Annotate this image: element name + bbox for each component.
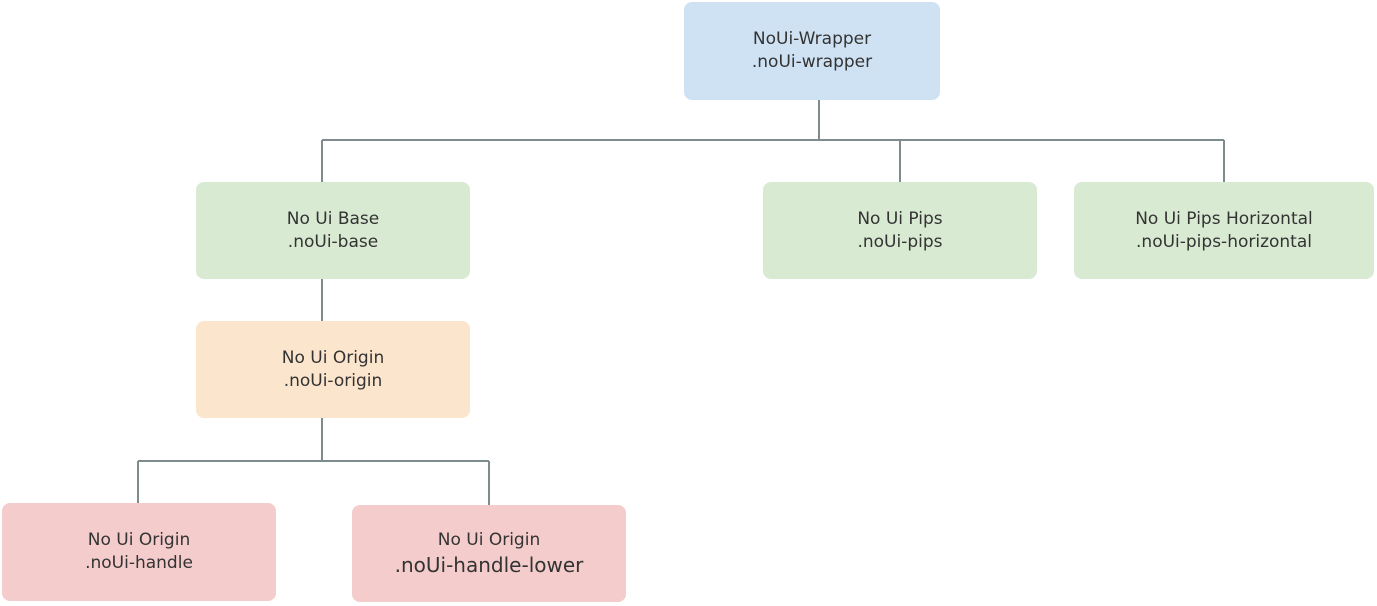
node-title: No Ui Pips Horizontal xyxy=(1135,208,1313,229)
node-class-name: .noUi-wrapper xyxy=(751,52,873,72)
node-noui-handle-lower[interactable]: No Ui Origin .noUi-handle-lower xyxy=(352,505,626,602)
node-noui-base[interactable]: No Ui Base .noUi-base xyxy=(196,182,470,279)
node-class-name: .noUi-pips xyxy=(857,231,943,252)
node-class-name: .noUi-handle-lower xyxy=(394,553,584,577)
node-title: No Ui Pips xyxy=(857,208,943,229)
node-class-name: .noUi-base xyxy=(287,231,379,252)
node-class-name: .noUi-origin xyxy=(283,370,383,391)
node-title: NoUi-Wrapper xyxy=(752,29,872,49)
node-noui-pips-horizontal[interactable]: No Ui Pips Horizontal .noUi-pips-horizon… xyxy=(1074,182,1374,279)
node-class-name: .noUi-handle xyxy=(85,553,193,573)
node-noui-wrapper[interactable]: NoUi-Wrapper .noUi-wrapper xyxy=(684,2,940,100)
node-noui-handle[interactable]: No Ui Origin .noUi-handle xyxy=(2,503,276,601)
node-title: No Ui Origin xyxy=(437,530,541,550)
node-noui-pips[interactable]: No Ui Pips .noUi-pips xyxy=(763,182,1037,279)
node-title: No Ui Base xyxy=(286,208,380,229)
node-title: No Ui Origin xyxy=(87,530,191,550)
node-noui-origin[interactable]: No Ui Origin .noUi-origin xyxy=(196,321,470,418)
node-title: No Ui Origin xyxy=(281,347,385,368)
node-class-name: .noUi-pips-horizontal xyxy=(1136,231,1312,252)
